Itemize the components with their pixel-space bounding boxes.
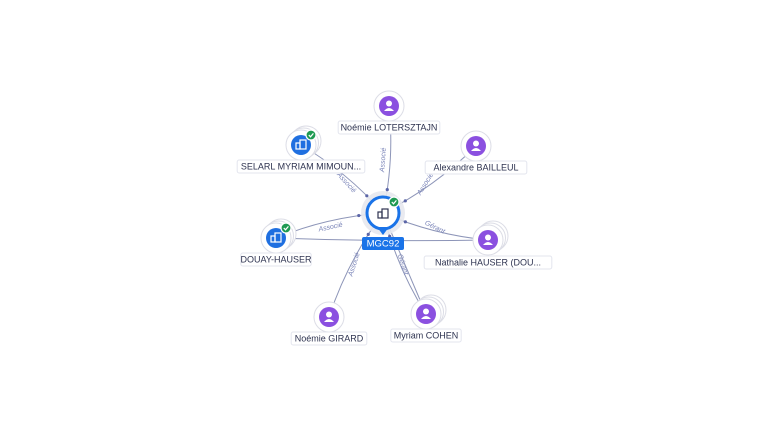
verified-check-icon: [388, 196, 400, 208]
node-label: DOUAY-HAUSER: [240, 255, 312, 265]
edge-arrow-n5: [403, 220, 407, 224]
person-icon: [416, 304, 436, 324]
edge-label-n1: Associé: [379, 147, 388, 173]
node-label-bg: [290, 331, 368, 346]
company-icon: [266, 228, 286, 248]
edge-label-n5: Gérant: [424, 220, 447, 236]
edge-arrow-n3: [365, 194, 369, 198]
person-icon: [478, 230, 498, 250]
node-n3[interactable]: SELARL MYRIAM MIMOUN...: [236, 125, 366, 174]
node-label: Nathalie HAUSER (DOU...: [435, 258, 541, 268]
person-icon: [466, 136, 486, 156]
node-label-bg: [337, 120, 441, 135]
node-label-bg: [390, 328, 462, 343]
edge-label-n2: Associé: [416, 172, 436, 197]
node-n5[interactable]: Nathalie HAUSER (DOU...: [423, 220, 553, 270]
edge-label-n3: Associé: [335, 171, 357, 195]
node-n1[interactable]: Noémie LOTERSZTAJN: [337, 90, 441, 135]
company-icon: [291, 135, 311, 155]
graph-nodes: Noémie LOTERSZTAJN Alexandre BAILLEUL SELA…: [236, 90, 553, 346]
edge-label-n6: Associé: [347, 252, 362, 279]
edge-arrow-n6: [366, 232, 370, 236]
center-label-bg: [362, 237, 404, 250]
node-n6[interactable]: Noémie GIRARD: [290, 301, 368, 346]
person-icon: [379, 96, 399, 116]
node-label-bg: [424, 160, 528, 175]
node-label: SELARL MYRIAM MIMOUN...: [241, 162, 361, 172]
node-label: Noémie LOTERSZTAJN: [341, 123, 438, 133]
edge-arrow-n1: [385, 188, 389, 192]
center-node[interactable]: MGC92: [361, 191, 405, 250]
edge-label-n7: Gérant: [396, 253, 410, 277]
node-label-bg: [240, 252, 312, 267]
node-label: Myriam COHEN: [394, 331, 459, 341]
edge-arrow-n2: [403, 199, 407, 203]
node-n2[interactable]: Alexandre BAILLEUL: [424, 130, 528, 175]
node-label-bg: [236, 159, 366, 174]
verified-check-icon: [305, 129, 317, 141]
center-label: MGC92: [367, 239, 400, 250]
node-label: Alexandre BAILLEUL: [433, 163, 518, 173]
person-icon: [319, 307, 339, 327]
company-icon: [377, 208, 389, 219]
node-n4[interactable]: DOUAY-HAUSER: [240, 218, 312, 267]
edge-arrow-n4: [357, 213, 361, 218]
verified-check-icon: [280, 222, 292, 234]
node-n7[interactable]: Myriam COHEN: [390, 294, 462, 343]
node-label: Noémie GIRARD: [295, 334, 364, 344]
node-label-bg: [423, 255, 553, 270]
